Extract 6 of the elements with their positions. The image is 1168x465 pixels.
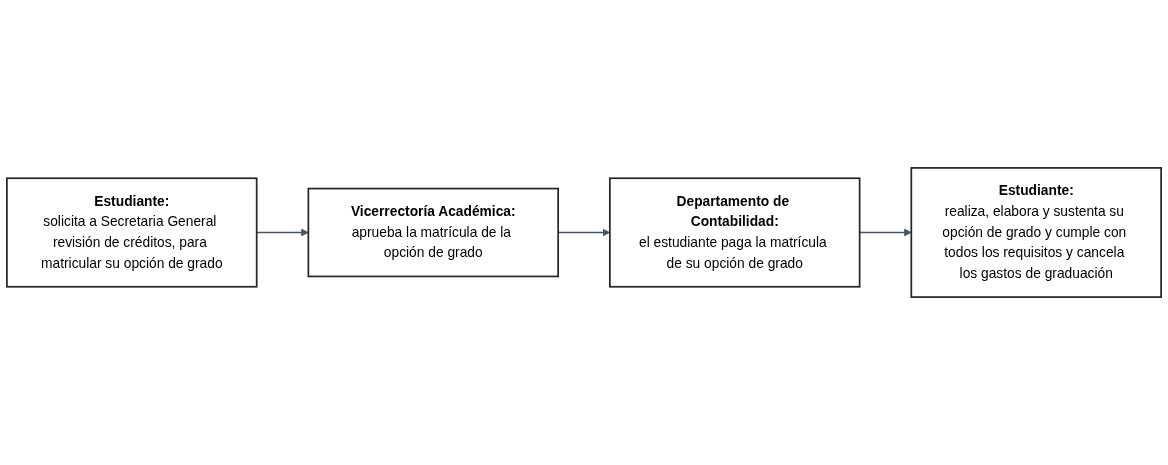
node-box: Estudiante: solicita a Secretaria General revisión de créditos, para matricular su opción de grado <box>6 177 258 288</box>
node-box: Departamento de Contabilidad: el estudiante paga la matrícula de su opción de grado <box>609 177 861 288</box>
arrow <box>256 228 309 237</box>
node-box: Estudiante: realiza, elabora y sustenta su opción de grado y cumple con todos los requisitos y cancela los gastos de graduación <box>910 167 1162 298</box>
arrow <box>859 228 912 237</box>
node-box: Vicerrectoría Académica: aprueba la matrícula de la opción de grado <box>307 187 559 278</box>
